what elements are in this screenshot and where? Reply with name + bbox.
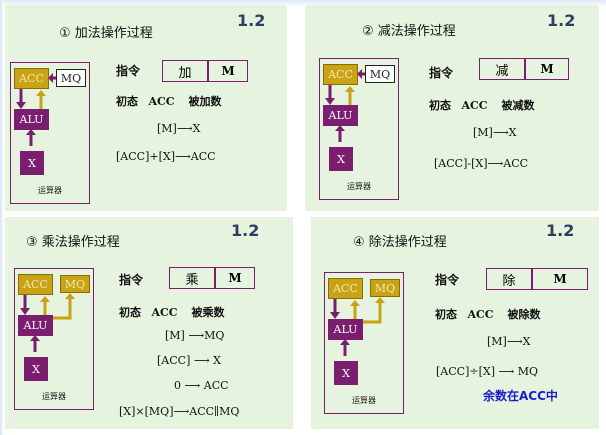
alu-diagram: ACC MQ ALU X 运算器: [324, 272, 404, 414]
acc-register: ACC: [18, 274, 53, 295]
initial-register: ACC: [461, 99, 488, 112]
remainder-note: 余数在ACC中: [483, 389, 558, 403]
dataflow-arrows: [16, 73, 56, 146]
unit-label: 运算器: [352, 396, 376, 405]
step-4: [X]×[MQ]⟶ACC∥MQ: [119, 405, 240, 418]
dataflow-arrows: [330, 297, 385, 356]
page-left-edge: [0, 0, 4, 435]
panel-addition: ① 加法操作过程 1.2 ACC MQ ALU X 运算器 指令 加 M 初态: [5, 5, 287, 211]
step-2: [ACC]+[X]⟶ACC: [116, 150, 216, 163]
instruction-opcode: 乘: [170, 268, 216, 288]
instruction-label: 指令: [119, 273, 144, 287]
instruction-opcode: 除: [487, 269, 533, 289]
instruction-box: 除 M: [486, 268, 588, 290]
instruction-box: 加 M: [162, 60, 248, 82]
alu-unit: ALU: [323, 105, 358, 126]
unit-label: 运算器: [42, 392, 66, 401]
dataflow-arrows: [20, 293, 75, 352]
initial-description: 被加数: [188, 95, 222, 108]
initial-state: 初态 ACC 被乘数: [119, 304, 225, 320]
alu-unit: ALU: [14, 109, 49, 130]
panel-title: ④ 除法操作过程: [353, 235, 447, 250]
initial-description: 被乘数: [191, 306, 225, 319]
panel-title: ① 加法操作过程: [59, 26, 153, 41]
version-label: 1.2: [237, 11, 266, 30]
instruction-opcode: 减: [480, 59, 526, 79]
x-register: X: [20, 151, 44, 175]
page-top-edge: [0, 0, 606, 7]
panel-multiplication: ③ 乘法操作过程 1.2 ACC MQ ALU X 运算器 指令 乘 M 初态: [5, 217, 293, 429]
initial-label: 初态: [119, 306, 141, 319]
x-register: X: [24, 357, 48, 381]
initial-register: ACC: [467, 308, 494, 321]
initial-label: 初态: [429, 99, 451, 112]
instruction-address: M: [221, 64, 235, 78]
initial-state: 初态 ACC 被减数: [429, 97, 535, 113]
mq-register: MQ: [365, 65, 395, 83]
step-1: [M] ⟶MQ: [165, 329, 225, 342]
panel-subtraction: ② 减法操作过程 1.2 ACC MQ ALU X 运算器 指令 减 M 初态: [305, 5, 599, 211]
panel-division: ④ 除法操作过程 1.2 ACC MQ ALU X 运算器 指令 除 M 初态: [311, 217, 599, 429]
initial-state: 初态 ACC 被加数: [116, 93, 222, 109]
unit-label: 运算器: [38, 186, 62, 195]
step-2: [ACC] ⟶ X: [157, 354, 221, 367]
alu-unit: ALU: [18, 315, 53, 336]
panel-title: ③ 乘法操作过程: [26, 235, 120, 250]
step-3: 0 ⟶ ACC: [174, 379, 229, 392]
step-2: [ACC]-[X]⟶ACC: [434, 157, 529, 170]
step-1: [M]⟶X: [473, 126, 517, 139]
version-label: 1.2: [547, 11, 576, 30]
mq-register: MQ: [60, 275, 90, 293]
instruction-label: 指令: [435, 273, 460, 287]
instruction-label: 指令: [429, 66, 454, 80]
x-register: X: [334, 361, 358, 385]
acc-register: ACC: [328, 278, 363, 299]
panel-title: ② 减法操作过程: [362, 24, 456, 39]
acc-register: ACC: [14, 68, 49, 89]
alu-diagram: ACC MQ ALU X 运算器: [14, 268, 94, 410]
instruction-address: M: [540, 62, 554, 76]
initial-label: 初态: [116, 95, 138, 108]
x-register: X: [329, 147, 353, 171]
instruction-address: M: [553, 272, 567, 286]
instruction-opcode: 加: [163, 61, 209, 81]
mq-register: MQ: [370, 279, 400, 297]
step-1: [M]⟶X: [157, 122, 201, 135]
alu-diagram: ACC MQ ALU X 运算器: [10, 62, 90, 204]
unit-label: 运算器: [347, 182, 371, 191]
dataflow-arrows: [325, 69, 365, 142]
initial-state: 初态 ACC 被除数: [435, 306, 541, 322]
version-label: 1.2: [546, 221, 575, 240]
step-1: [M]⟶X: [487, 335, 531, 348]
mq-register: MQ: [56, 69, 86, 87]
alu-diagram: ACC MQ ALU X 运算器: [319, 58, 399, 200]
step-2: [ACC]÷[X] ⟶ MQ: [436, 365, 539, 378]
alu-unit: ALU: [328, 319, 363, 340]
acc-register: ACC: [323, 64, 358, 85]
instruction-address: M: [228, 271, 242, 285]
initial-description: 被除数: [507, 308, 541, 321]
version-label: 1.2: [231, 221, 260, 240]
initial-register: ACC: [148, 95, 175, 108]
initial-register: ACC: [151, 306, 178, 319]
instruction-label: 指令: [116, 64, 141, 78]
instruction-box: 乘 M: [169, 267, 255, 289]
initial-label: 初态: [435, 308, 457, 321]
initial-description: 被减数: [501, 99, 535, 112]
instruction-box: 减 M: [479, 58, 569, 80]
